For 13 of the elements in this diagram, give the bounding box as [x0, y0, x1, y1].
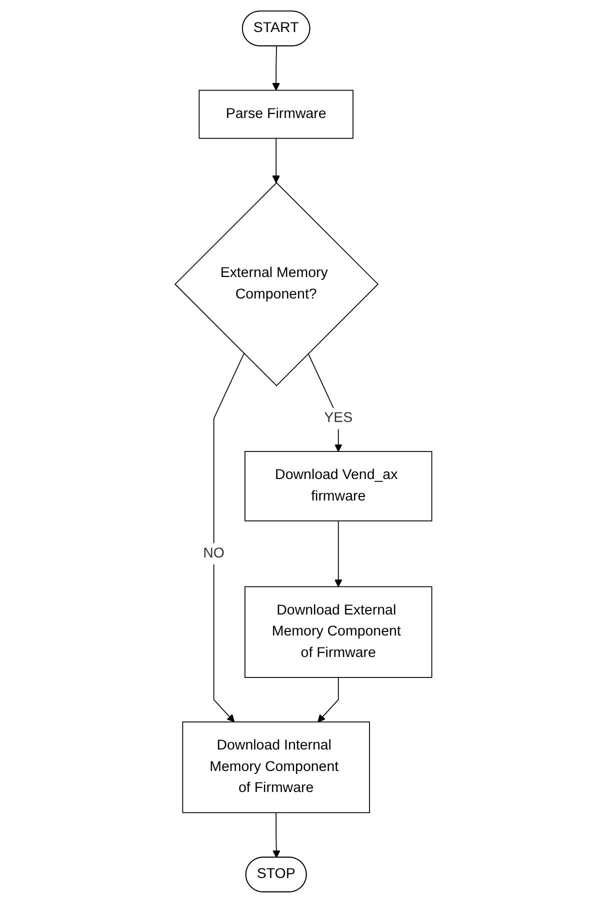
edge-label: YES — [324, 410, 353, 426]
edge-label: NO — [203, 546, 225, 561]
node-box: Download External Memory Component of Firmware — [244, 586, 432, 678]
node-diamond: External Memory Component? — [174, 182, 379, 386]
node-box: Download Vend_ax firmware — [244, 451, 432, 522]
arrow — [334, 520, 342, 588]
arrow — [272, 46, 280, 91]
arrow — [272, 138, 280, 184]
arrow — [213, 353, 244, 722]
node-box: Parse Firmware — [198, 90, 354, 139]
arrow — [318, 677, 339, 722]
arrow — [272, 812, 280, 858]
node-box: Download Internal Memory Component of Firmware — [182, 721, 370, 814]
